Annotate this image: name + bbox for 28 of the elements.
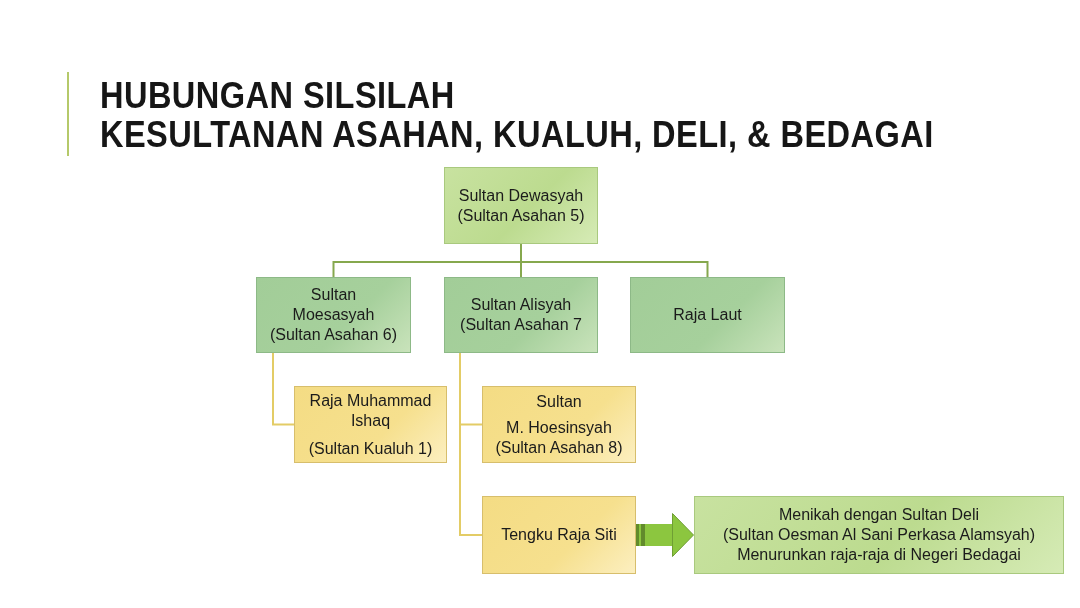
box-text: Menikah dengan Sultan Deli xyxy=(778,505,980,525)
family-box xyxy=(482,386,636,463)
box-text: Sultan Dewasyah xyxy=(458,185,584,206)
box-text: Sultan Alisyah xyxy=(470,295,572,315)
slide-title: HUBUNGAN SILSILAH KESULTANAN ASAHAN, KUALUH, DELI, & BEDAGAI xyxy=(100,76,934,154)
box-text: Menurunkan raja-raja di Negeri Bedagai xyxy=(737,545,1021,565)
box-text: (Sultan Oesman Al Sani Perkasa Alamsyah) xyxy=(722,525,1036,545)
box-text: Raja Laut xyxy=(673,305,742,325)
box-text: (Sultan Asahan 6) xyxy=(269,325,398,345)
box-text: Sultan xyxy=(536,391,582,412)
block-arrow xyxy=(636,513,694,557)
box-text: M. Hoesinsyah (Sultan Asahan 8) xyxy=(494,417,624,458)
family-box xyxy=(482,496,636,574)
family-box xyxy=(630,277,785,353)
family-box xyxy=(444,277,598,353)
connector-line xyxy=(459,352,483,536)
family-box xyxy=(444,167,598,244)
connector-line xyxy=(272,352,295,426)
connector-line xyxy=(520,243,709,278)
family-box xyxy=(256,277,411,353)
family-box xyxy=(294,386,447,463)
box-text: Raja Muhammad Ishaq xyxy=(308,390,433,431)
box-text: (Sultan Asahan 7 xyxy=(460,315,582,335)
family-box xyxy=(694,496,1064,574)
box-text: Tengku Raja Siti xyxy=(501,525,617,545)
box-text: (Sultan Kualuh 1) xyxy=(308,438,433,459)
box-text: Sultan Moesasyah xyxy=(291,285,376,325)
box-text: (Sultan Asahan 5) xyxy=(457,205,585,226)
